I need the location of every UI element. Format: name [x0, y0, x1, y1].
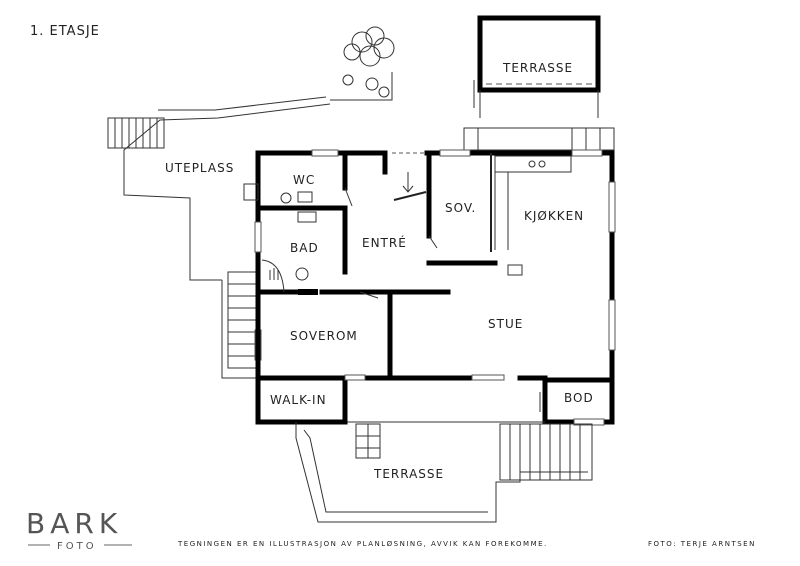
kitchen-counter — [494, 155, 572, 276]
terrace-top — [463, 15, 615, 151]
tree-icon — [342, 26, 395, 98]
photo-credit: FOTO: TERJE ARNTSEN — [648, 540, 756, 548]
shower-icon — [269, 268, 279, 280]
svg-text:FOTO: FOTO — [57, 541, 97, 552]
stairs-uteplass — [107, 117, 165, 149]
path-edge-upper — [158, 96, 327, 111]
svg-text:BARK: BARK — [26, 507, 122, 540]
disclaimer-text: TEGNINGEN ER EN ILLUSTRASJON AV PLANLØSN… — [177, 540, 548, 548]
room-label-bad: BAD — [290, 241, 319, 255]
floor-title: 1. ETASJE — [30, 24, 100, 39]
interior-walls — [255, 150, 548, 425]
room-label-entre: ENTRÉ — [362, 235, 407, 250]
terrace-bottom — [295, 422, 593, 523]
exterior-walls — [255, 150, 615, 425]
bark-foto-logo: BARK FOTO — [26, 507, 132, 552]
entrance-door — [392, 152, 427, 201]
room-label-walkin: WALK-IN — [270, 393, 327, 407]
uteplass-outline — [123, 103, 331, 281]
room-label-bod: BOD — [564, 391, 594, 405]
stairs-left — [221, 271, 258, 379]
windows — [254, 149, 616, 426]
bathroom-fixtures — [243, 183, 317, 293]
room-label-uteplass: UTEPLASS — [165, 161, 234, 175]
interior-doors — [298, 187, 541, 412]
room-label-kjokken: KJØKKEN — [524, 209, 584, 223]
room-label-terrasse-bottom: TERRASSE — [373, 467, 444, 481]
room-label-wc: WC — [293, 173, 315, 187]
room-label-stue: STUE — [488, 317, 523, 331]
garden-edge — [330, 72, 393, 101]
room-label-sov: SOV. — [445, 201, 476, 215]
room-label-terrasse-top: TERRASSE — [502, 61, 573, 75]
room-label-soverom: SOVEROM — [290, 329, 358, 343]
